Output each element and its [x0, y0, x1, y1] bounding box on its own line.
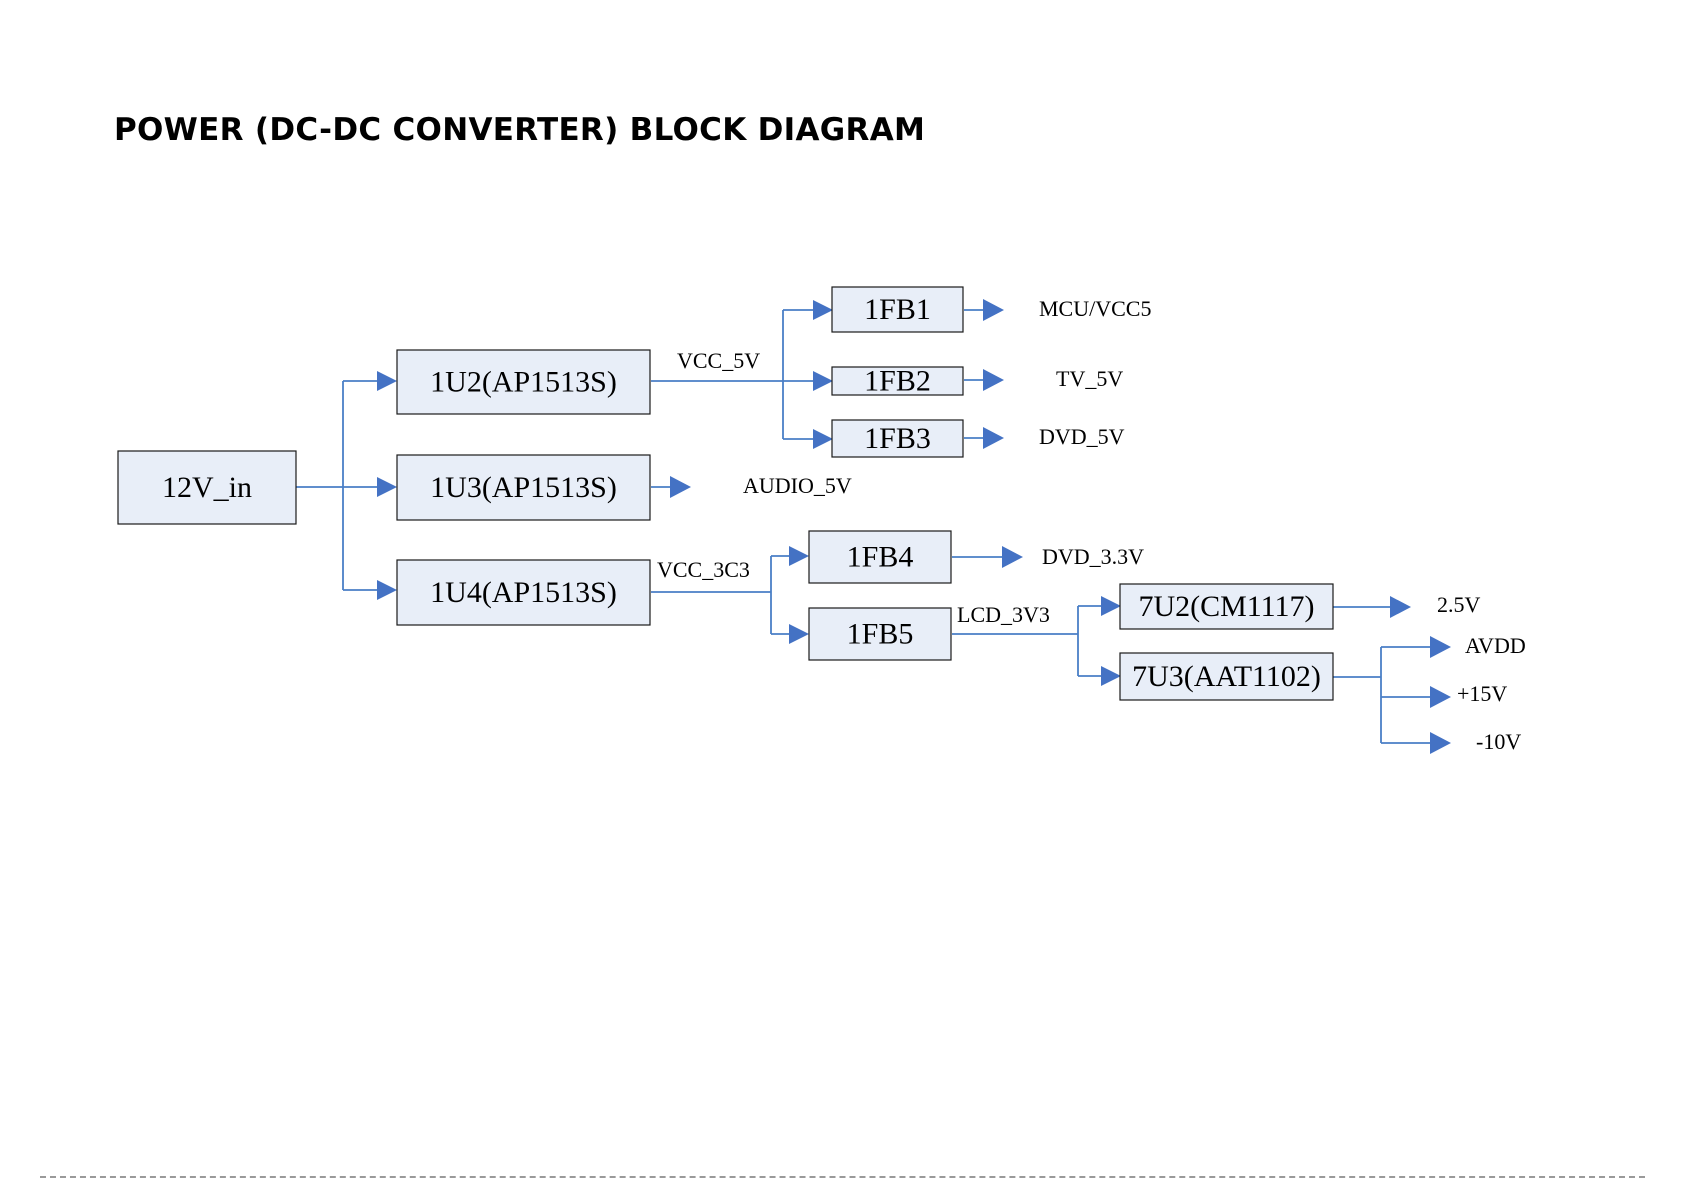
block-1fb2-label: 1FB2 — [864, 365, 931, 398]
arrow-out-tv — [983, 369, 1004, 391]
block-7u3: 7U3(AAT1102) — [1120, 653, 1333, 700]
footer-dashed-rule — [40, 1176, 1645, 1178]
block-1fb5: 1FB5 — [809, 608, 951, 660]
block-7u2-label: 7U2(CM1117) — [1138, 590, 1314, 623]
output-label-tv-5v: TV_5V — [1056, 366, 1123, 391]
arrow-to-7u3 — [1101, 666, 1121, 686]
output-label-plus-15v: +15V — [1457, 681, 1507, 706]
block-12v-in-label: 12V_in — [162, 471, 252, 504]
block-1fb1-label: 1FB1 — [864, 293, 931, 326]
output-label-audio-5v: AUDIO_5V — [743, 473, 852, 498]
block-1u2: 1U2(AP1513S) — [397, 350, 650, 414]
block-1u4-label: 1U4(AP1513S) — [430, 576, 617, 609]
arrow-out-2v5 — [1390, 596, 1411, 618]
arrow-to-fb1 — [813, 300, 833, 320]
block-1fb5-label: 1FB5 — [847, 618, 914, 651]
output-label-mcu-vcc5: MCU/VCC5 — [1039, 296, 1151, 321]
arrow-to-7u2 — [1101, 596, 1121, 616]
arrow-out-m10v — [1430, 732, 1451, 754]
arrow-out-dvd33 — [1002, 546, 1023, 568]
arrow-out-15v — [1430, 686, 1451, 708]
arrow-to-u2 — [377, 371, 397, 391]
output-label-avdd: AVDD — [1465, 633, 1526, 658]
output-label-minus-10v: -10V — [1476, 729, 1521, 754]
block-7u3-label: 7U3(AAT1102) — [1132, 660, 1321, 693]
block-1fb1: 1FB1 — [832, 287, 963, 332]
arrow-out-audio — [670, 476, 691, 498]
arrow-out-mcu — [983, 299, 1004, 321]
arrow-to-fb2 — [813, 371, 833, 391]
arrow-out-avdd — [1430, 636, 1451, 658]
block-1fb3-label: 1FB3 — [864, 422, 931, 455]
net-label-vcc-5v: VCC_5V — [677, 348, 760, 373]
block-1u3-label: 1U3(AP1513S) — [430, 471, 617, 504]
arrow-to-fb4 — [789, 546, 809, 566]
block-12v-in: 12V_in — [118, 451, 296, 524]
output-label-dvd-3v3: DVD_3.3V — [1042, 544, 1144, 569]
block-1fb4-label: 1FB4 — [847, 541, 914, 574]
wire-7u3-bus — [1333, 647, 1432, 743]
block-1fb2: 1FB2 — [832, 365, 963, 398]
block-7u2: 7U2(CM1117) — [1120, 584, 1333, 629]
block-1u4: 1U4(AP1513S) — [397, 560, 650, 625]
net-label-vcc-3c3: VCC_3C3 — [657, 557, 750, 582]
wire-vcc5v-bus — [651, 310, 816, 439]
block-1u2-label: 1U2(AP1513S) — [430, 366, 617, 399]
arrow-to-fb3 — [813, 429, 833, 449]
arrow-to-u4 — [377, 580, 397, 600]
arrow-to-u3 — [377, 477, 397, 497]
output-label-2v5: 2.5V — [1437, 592, 1481, 617]
block-1fb3: 1FB3 — [832, 420, 963, 457]
arrow-to-fb5 — [789, 624, 809, 644]
net-label-lcd-3v3: LCD_3V3 — [957, 602, 1050, 627]
block-1fb4: 1FB4 — [809, 531, 951, 583]
wire-input-trunk — [296, 381, 380, 590]
arrow-out-dvd5 — [983, 427, 1004, 449]
block-1u3: 1U3(AP1513S) — [397, 455, 650, 520]
output-label-dvd-5v: DVD_5V — [1039, 424, 1125, 449]
